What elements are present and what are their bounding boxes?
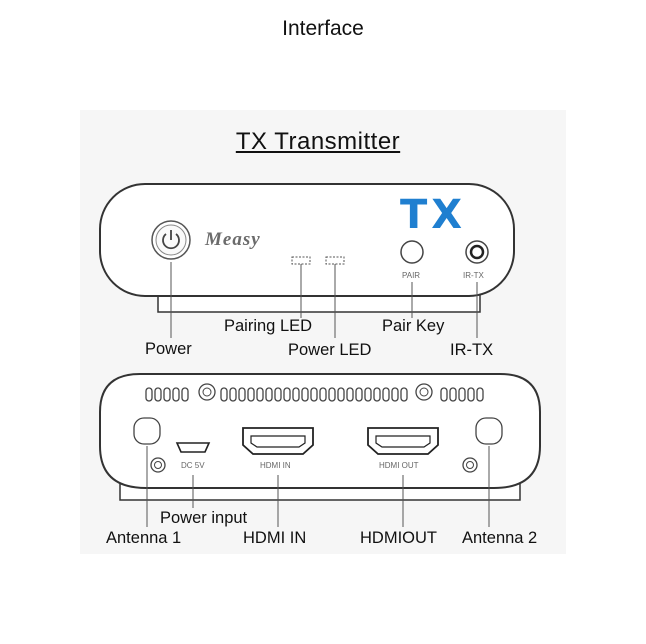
dc-port-label: DC 5V: [181, 461, 205, 470]
screw-icon: [150, 457, 166, 473]
screw-icon: [462, 457, 478, 473]
front-body: [99, 183, 515, 297]
callout-hdmi-in: HDMI IN: [243, 529, 307, 547]
tx-logo: TX: [400, 192, 467, 238]
pair-port-label: PAIR: [402, 271, 421, 280]
ir-tx-port-label: IR-TX: [463, 271, 484, 280]
callout-pairing-led: Pairing LED: [224, 317, 313, 335]
callout-antenna-2: Antenna 2: [462, 529, 538, 547]
pairing-led: [291, 256, 311, 265]
callout-power-led: Power LED: [288, 341, 372, 359]
hdmi-port-icon: [367, 427, 439, 455]
page-title: Interface: [282, 17, 364, 40]
callout-power-input: Power input: [160, 509, 248, 527]
callout-antenna-1: Antenna 1: [106, 529, 182, 547]
callout-hdmi-out: HDMIOUT: [360, 529, 437, 547]
brand-logo: Measy: [205, 229, 261, 250]
power-icon: [151, 220, 191, 260]
antenna-icon: [133, 417, 161, 445]
hdmi-in-port-label: HDMI IN: [260, 461, 291, 470]
section-title: TX Transmitter: [235, 128, 401, 155]
power-led: [325, 256, 345, 265]
antenna-icon: [475, 417, 503, 445]
micro-usb-icon: [175, 442, 211, 453]
vent-slots: [145, 387, 484, 402]
callout-pair-key: Pair Key: [382, 317, 445, 335]
pair-button: [400, 240, 424, 264]
back-body: [99, 373, 541, 489]
screw-icon: [415, 383, 433, 401]
hdmi-out-port-label: HDMI OUT: [379, 461, 419, 470]
hdmi-port-icon: [242, 427, 314, 455]
callout-ir-tx: IR-TX: [450, 341, 494, 359]
screw-icon: [198, 383, 216, 401]
ir-tx-jack: [465, 240, 489, 264]
callout-power: Power: [145, 340, 192, 358]
